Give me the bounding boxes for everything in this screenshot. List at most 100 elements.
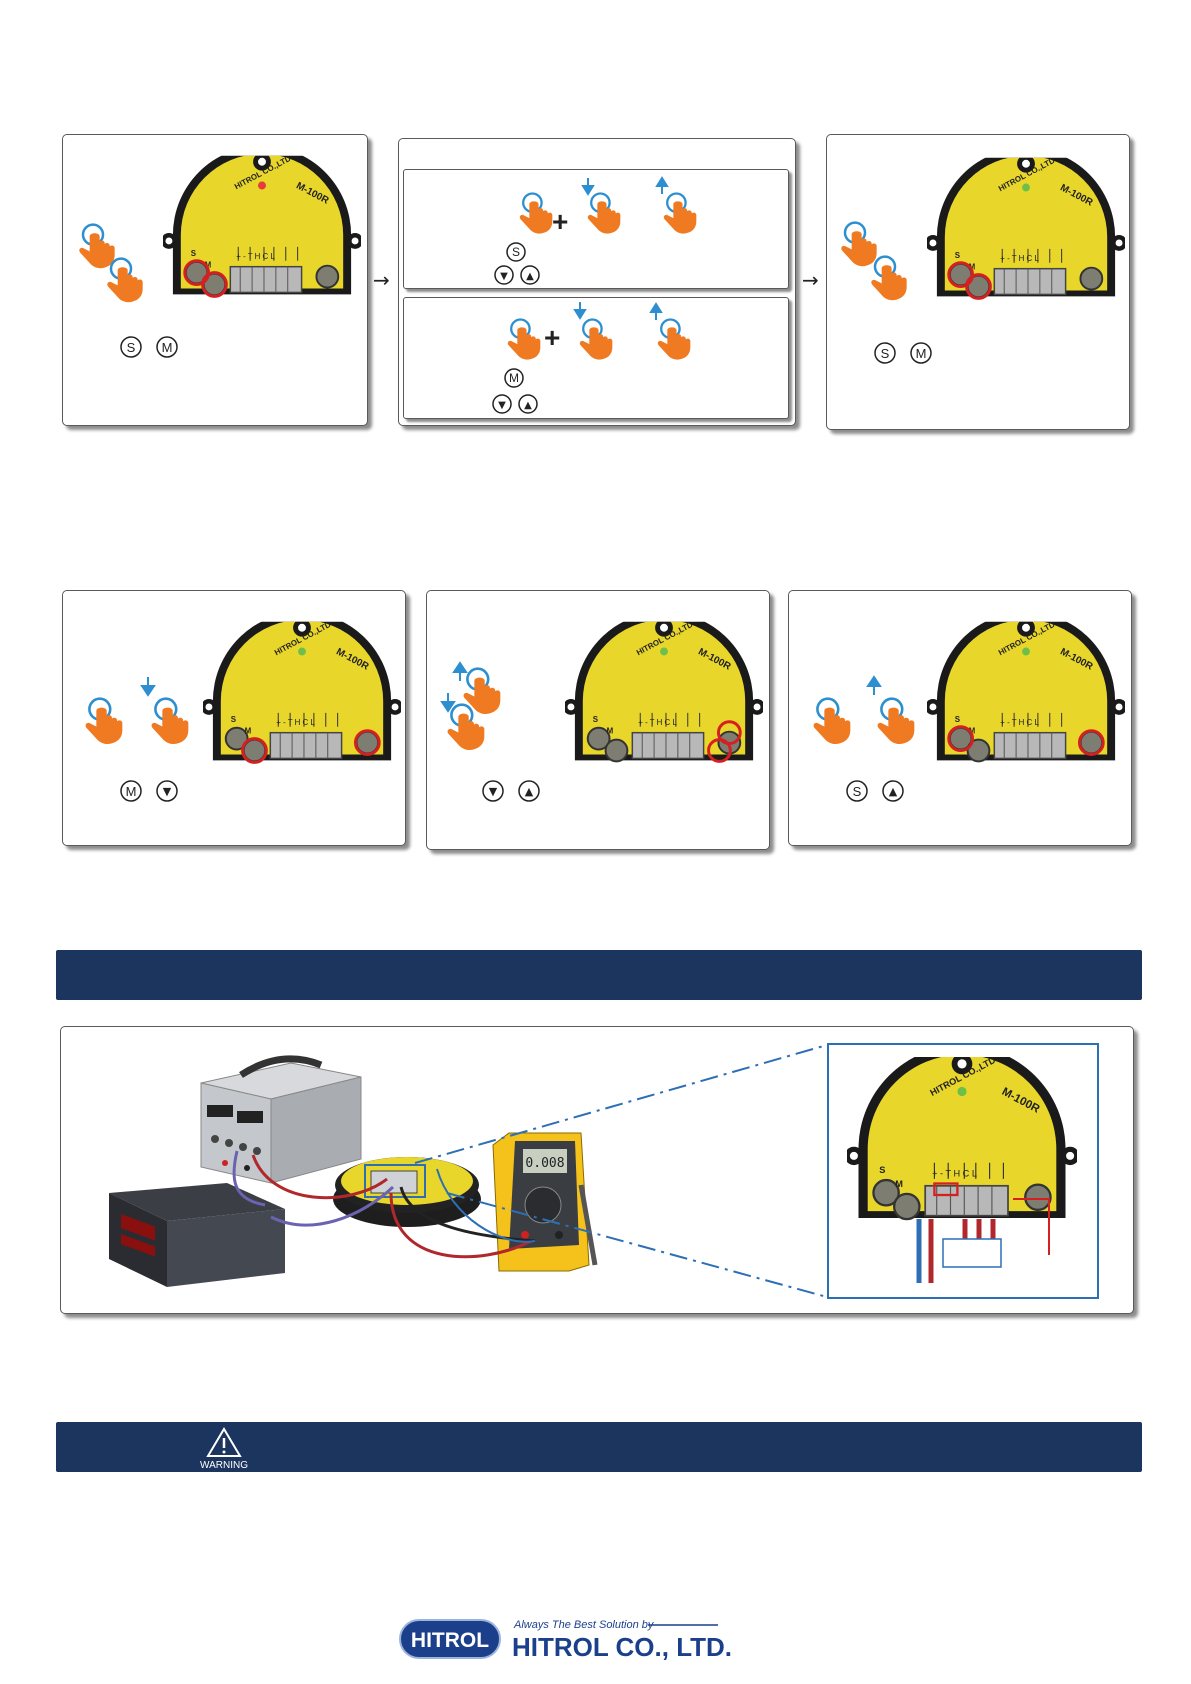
company-logo: HITROL Always The Best Solution by HITRO…	[399, 1619, 732, 1662]
step-arrow: →	[802, 268, 819, 292]
press-highlight	[947, 725, 975, 752]
up-arrow-icon	[649, 302, 663, 320]
tap-hand-icon	[101, 257, 151, 307]
svg-text:+ - T H C L: + - T H C L	[638, 718, 677, 727]
up-arrow-icon	[655, 176, 669, 194]
up-arrow-icon	[452, 661, 468, 681]
logo-badge: HITROL	[411, 1629, 489, 1652]
svg-text:▼: ▼	[163, 785, 172, 798]
svg-text:S: S	[231, 715, 236, 724]
svg-text:M: M	[969, 727, 976, 736]
press-highlight	[965, 273, 992, 300]
svg-text:M: M	[969, 263, 976, 272]
key-combo: M ▼	[120, 780, 178, 802]
svg-text:0.008: 0.008	[525, 1156, 564, 1171]
key-combo: S M	[120, 336, 178, 358]
s-key-icon	[846, 780, 868, 802]
svg-text:M: M	[509, 371, 519, 385]
press-highlight	[1077, 729, 1105, 756]
svg-text:M: M	[245, 727, 252, 736]
warning-header-bar: WARNING	[56, 1422, 1142, 1472]
tap-hand-icon	[871, 697, 923, 749]
down-arrow-icon	[573, 302, 587, 320]
controller-device-image: HITROL CO.,LTD. M-100R S M + - T H C L	[203, 621, 401, 764]
svg-text:+ - T H C L: + - T H C L	[1000, 718, 1039, 727]
panel-down-up-combo: HITROL CO.,LTD. M-100R S M + - T H C L ▼…	[426, 590, 770, 850]
svg-text:▼: ▼	[500, 271, 508, 282]
panel-m-down-combo: HITROL CO.,LTD. M-100R S M + - T H C L M…	[62, 590, 406, 846]
s-key-icon	[874, 342, 896, 364]
section-header-bar	[56, 950, 1142, 1000]
multimeter-image: 0.008	[492, 1132, 598, 1272]
down-arrow-icon	[140, 677, 156, 697]
plus-sign: +	[544, 322, 561, 353]
key-group: M ▼ ▲	[492, 368, 538, 414]
s-key-icon	[506, 242, 526, 262]
key-combo: S M	[874, 342, 932, 364]
svg-text:▲: ▲	[526, 271, 534, 282]
svg-text:▼: ▼	[489, 785, 498, 798]
tap-hand-icon	[658, 192, 704, 238]
tap-hand-icon	[807, 697, 859, 749]
m-key-icon	[910, 342, 932, 364]
controller-device-image: HITROL CO.,LTD. M-100R S M + - T H C L	[927, 157, 1125, 300]
press-highlight	[353, 729, 381, 756]
panel-step-1: HITROL CO.,LTD. M-100R S M + - T H C L S…	[62, 134, 368, 426]
up-key-icon	[518, 780, 540, 802]
m-key-icon	[156, 336, 178, 358]
zoom-guide-lines	[414, 1044, 828, 1298]
panel-step-3: HITROL CO.,LTD. M-100R S M + - T H C L S…	[826, 134, 1130, 430]
s-button-label: S	[191, 249, 196, 258]
press-highlight	[707, 738, 732, 763]
press-highlight	[241, 737, 268, 764]
m-key-icon	[120, 780, 142, 802]
down-key-icon	[492, 394, 512, 414]
controller-device-image: HITROL CO.,LTD. M-100R S M + - T H C L	[565, 621, 763, 763]
terminal-labels: + - T H C L	[236, 252, 275, 261]
svg-text:▲: ▲	[525, 785, 534, 798]
svg-text:M: M	[916, 346, 927, 361]
svg-text:▲: ▲	[524, 400, 532, 411]
logo-slogan: Always The Best Solution by	[513, 1619, 655, 1631]
up-key-icon	[518, 394, 538, 414]
controller-device-image: HITROL CO.,LTD. M-100R S M + - T H C L	[163, 155, 361, 298]
subpanel-m-adjust: + M ▼ ▲	[403, 297, 789, 419]
warning-label: WARNING	[200, 1460, 248, 1471]
tap-hand-icon	[865, 255, 915, 305]
svg-text:M: M	[126, 784, 137, 799]
m-key-icon	[504, 368, 524, 388]
tap-hand-icon	[652, 318, 698, 364]
key-group: S ▼ ▲	[494, 242, 540, 285]
up-arrow-icon	[866, 675, 882, 695]
down-arrow-icon	[581, 178, 595, 196]
wiring-diagram-panel: 0.008 HITROL CO.,LTD. M-100R S M + - T H…	[60, 1026, 1134, 1314]
svg-text:S: S	[881, 346, 890, 361]
panel-s-up-combo: HITROL CO.,LTD. M-100R S M + - T H C L S…	[788, 590, 1132, 846]
svg-text:S: S	[853, 784, 862, 799]
plus-sign: +	[552, 206, 569, 237]
key-combo: ▼ ▲	[482, 780, 540, 802]
step-arrow: →	[373, 268, 390, 292]
svg-text:S: S	[955, 715, 960, 724]
controller-closeup-image: HITROL CO.,LTD. M-100R S M + - T H C L	[847, 1051, 1077, 1247]
svg-text:M: M	[895, 1179, 903, 1189]
terminal-highlight	[933, 1182, 959, 1197]
m-button-label: M	[205, 261, 212, 270]
tap-hand-icon	[79, 697, 131, 749]
svg-text:S: S	[512, 245, 520, 259]
svg-text:▲: ▲	[889, 785, 898, 798]
svg-text:M: M	[162, 340, 173, 355]
down-key-icon	[156, 780, 178, 802]
down-key-icon	[482, 780, 504, 802]
svg-text:+ - T H C L: + - T H C L	[1000, 254, 1039, 263]
tap-hand-icon	[582, 192, 628, 238]
up-key-icon	[882, 780, 904, 802]
svg-text:S: S	[127, 340, 136, 355]
warning-icon: WARNING	[200, 1427, 248, 1471]
svg-text:+ - T H C L: + - T H C L	[276, 718, 315, 727]
down-key-icon	[494, 265, 514, 285]
tap-hand-icon	[502, 318, 548, 364]
key-combo: S ▲	[846, 780, 904, 802]
inset-wires	[916, 1198, 1050, 1283]
up-key-icon	[520, 265, 540, 285]
